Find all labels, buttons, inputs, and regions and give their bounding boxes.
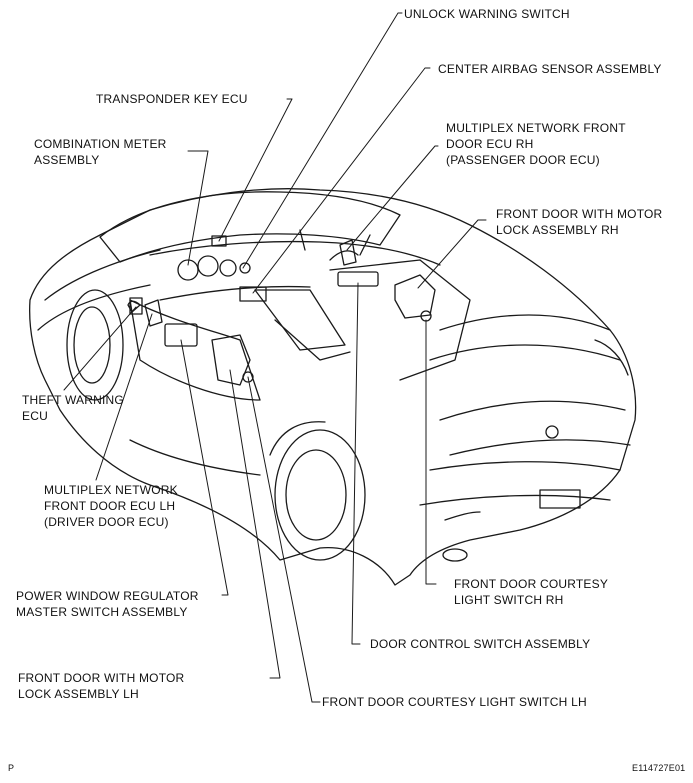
component-shapes <box>129 235 436 386</box>
label-combination-meter: COMBINATION METER ASSEMBLY <box>34 137 167 167</box>
label-door-control-switch: DOOR CONTROL SWITCH ASSEMBLY <box>370 637 591 651</box>
label-transponder-key-ecu: TRANSPONDER KEY ECU <box>96 92 248 106</box>
label-front-door-courtesy-lh: FRONT DOOR COURTESY LIGHT SWITCH LH <box>322 695 587 709</box>
label-theft-warning-ecu: THEFT WARNING ECU <box>22 393 124 423</box>
label-front-door-courtesy-rh: FRONT DOOR COURTESY LIGHT SWITCH RH <box>454 577 609 607</box>
leader-lines <box>63 12 487 703</box>
label-multiplex-front-door-ecu-rh: MULTIPLEX NETWORK FRONT DOOR ECU RH (PAS… <box>446 121 626 167</box>
label-front-door-motor-lock-lh: FRONT DOOR WITH MOTOR LOCK ASSEMBLY LH <box>18 671 185 701</box>
label-front-door-motor-lock-rh: FRONT DOOR WITH MOTOR LOCK ASSEMBLY RH <box>496 207 663 237</box>
figure-code: E114727E01 <box>632 763 686 773</box>
label-power-window-master: POWER WINDOW REGULATOR MASTER SWITCH ASS… <box>16 589 199 619</box>
label-multiplex-front-door-ecu-lh: MULTIPLEX NETWORK FRONT DOOR ECU LH (DRI… <box>44 483 178 529</box>
label-center-airbag-sensor: CENTER AIRBAG SENSOR ASSEMBLY <box>438 62 662 76</box>
label-unlock-warning-switch: UNLOCK WARNING SWITCH <box>404 7 570 21</box>
corner-marker: P <box>8 763 15 773</box>
